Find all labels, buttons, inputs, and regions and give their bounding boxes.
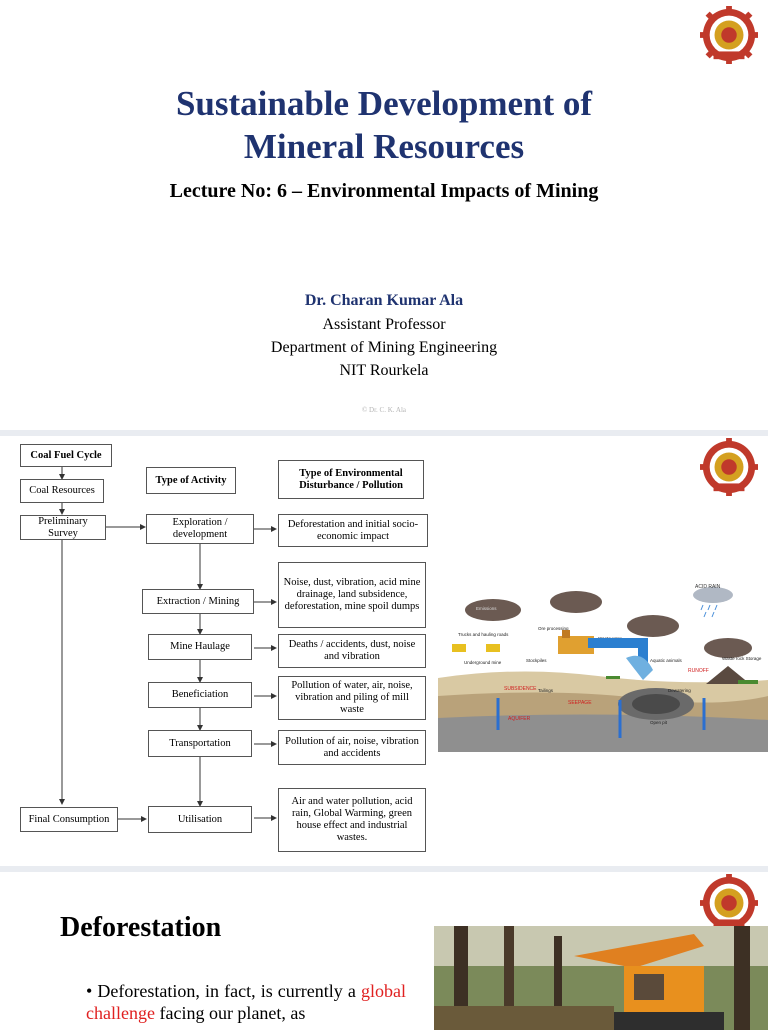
tailings-label: Tailings	[538, 688, 554, 693]
deforestation-slide: Deforestation • Deforestation, in fact, …	[0, 866, 768, 1030]
author-name: Dr. Charan Kumar Ala	[0, 292, 768, 310]
impact-utilisation: Air and water pollution, acid rain, Glob…	[278, 788, 426, 852]
nit-rourkela-logo	[700, 874, 758, 932]
aquatic-label: Aquatic animals	[650, 658, 683, 663]
coal-fuel-cycle-header: Coal Fuel Cycle	[20, 444, 112, 467]
lecture-subtitle: Lecture No: 6 – Environmental Impacts of…	[0, 180, 768, 203]
subsidence-label: SUBSIDENCE	[504, 686, 537, 692]
aquifer-label: AQUIFER	[508, 716, 531, 722]
mining-impact-illustration: ACID RAIN Emissions Trucks and hauling r…	[438, 580, 768, 752]
impact-exploration: Deforestation and initial socio-economic…	[278, 514, 428, 547]
author-position: Assistant Professor	[0, 316, 768, 334]
title-slide: Sustainable Development of Mineral Resou…	[0, 0, 768, 430]
activity-utilisation: Utilisation	[148, 806, 252, 833]
type-of-activity-header: Type of Activity	[146, 467, 236, 494]
slide-title: Deforestation	[60, 912, 221, 944]
bullet-marker: •	[86, 981, 97, 1001]
presentation-title: Sustainable Development of Mineral Resou…	[0, 82, 768, 168]
bullet-text-suffix: facing our planet, as	[159, 1003, 305, 1023]
nit-rourkela-logo	[700, 6, 758, 64]
underground-label: Underground mine	[464, 660, 502, 665]
impact-mine-haulage: Deaths / accidents, dust, noise and vibr…	[278, 634, 426, 668]
title-line-2: Mineral Resources	[0, 125, 768, 168]
author-institute: NIT Rourkela	[0, 362, 768, 380]
bullet-point: • Deforestation, in fact, is currently a…	[86, 980, 406, 1024]
environmental-disturbance-header: Type of Environmental Disturbance / Poll…	[278, 460, 424, 499]
acid-rain-label: ACID RAIN	[695, 584, 721, 590]
stockpiles-label: Stockpiles	[526, 658, 547, 663]
activity-exploration: Exploration / development	[146, 514, 254, 544]
nit-rourkela-logo	[700, 438, 758, 496]
activity-extraction: Extraction / Mining	[142, 589, 254, 614]
emissions-label: Emissions	[476, 606, 497, 611]
title-line-1: Sustainable Development of	[0, 82, 768, 125]
final-consumption-box: Final Consumption	[20, 807, 118, 832]
activity-beneficiation: Beneficiation	[148, 682, 252, 708]
bullet-text-prefix: Deforestation, in fact, is currently a	[97, 981, 355, 1001]
dewatering-label: Dewatering	[668, 688, 691, 693]
activity-mine-haulage: Mine Haulage	[148, 634, 252, 660]
author-department: Department of Mining Engineering	[0, 339, 768, 357]
runoff-label: RUNOFF	[688, 668, 709, 674]
impact-transportation: Pollution of air, noise, vibration and a…	[278, 730, 426, 765]
coal-resources-box: Coal Resources	[20, 479, 104, 503]
preliminary-survey-box: Preliminary Survey	[20, 515, 106, 540]
seepage-label: SEEPAGE	[568, 700, 592, 706]
impact-beneficiation: Pollution of water, air, noise, vibratio…	[278, 676, 426, 720]
impact-extraction: Noise, dust, vibration, acid mine draina…	[278, 562, 426, 628]
trucks-label: Trucks and hauling roads	[458, 632, 509, 637]
open-pit-label: Open pit	[650, 720, 668, 725]
waste-rock-label: Waste rock Storage	[722, 656, 762, 661]
copyright-note: © Dr. C. K. Ala	[0, 406, 768, 414]
activity-transportation: Transportation	[148, 730, 252, 757]
deforestation-photo	[434, 926, 768, 1030]
